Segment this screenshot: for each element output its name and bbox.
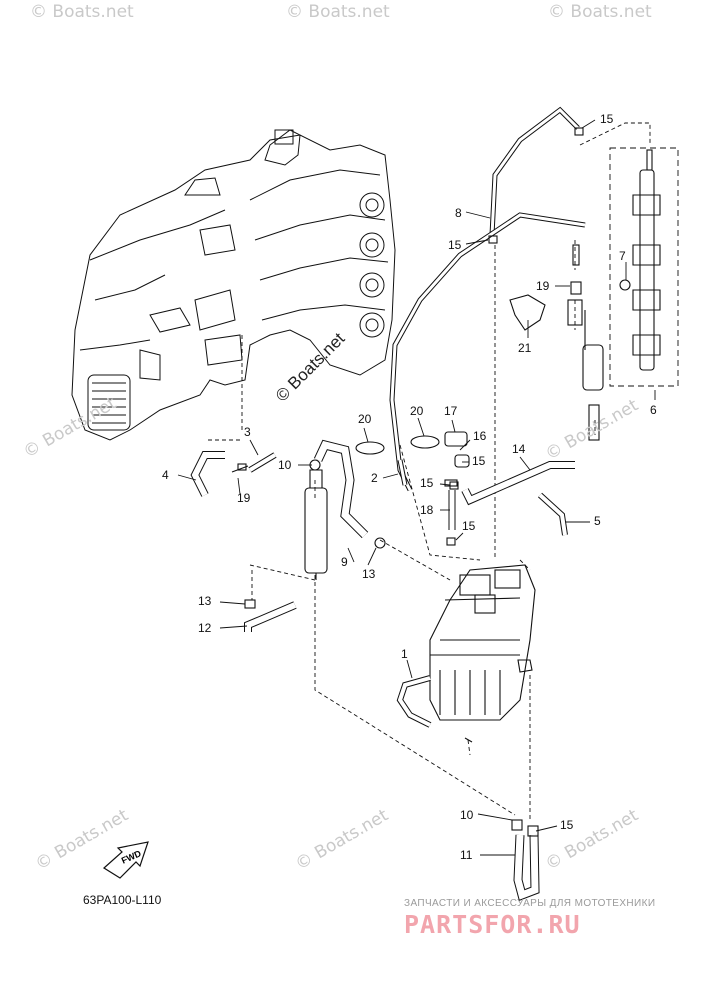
callout-21: 21: [518, 341, 532, 355]
callout-15: 15: [448, 238, 462, 252]
callout-14: 14: [512, 442, 526, 456]
callout-3: 3: [244, 425, 251, 439]
callout-4: 4: [162, 468, 169, 482]
injector-7: [619, 279, 631, 291]
callout-15: 15: [600, 112, 614, 126]
callout-18: 18: [420, 503, 434, 517]
watermark: © Boats.net: [548, 2, 652, 22]
hose-9: [313, 439, 369, 539]
watermark: © Boats.net: [30, 2, 134, 22]
hose-3-4: [190, 451, 277, 497]
callout-6: 6: [650, 403, 657, 417]
callout-17: 17: [444, 404, 458, 418]
callout-12: 12: [198, 621, 212, 635]
callout-7: 7: [619, 249, 626, 263]
callout-10: 10: [278, 458, 292, 472]
callout-20: 20: [358, 412, 372, 426]
callout-leaders: [177, 119, 656, 856]
watermark: © Boats.net: [286, 2, 390, 22]
callout-5: 5: [594, 514, 601, 528]
hose-12: [244, 599, 297, 632]
callout-13: 13: [198, 594, 212, 608]
callout-2: 2: [371, 471, 378, 485]
callout-9: 9: [341, 555, 348, 569]
callout-11: 11: [460, 848, 473, 862]
callout-1: 1: [401, 647, 408, 661]
fuel-rail: [619, 149, 661, 371]
fwd-arrow-icon: [103, 841, 149, 879]
callout-15: 15: [462, 519, 476, 533]
callout-15: 15: [472, 454, 486, 468]
callout-8: 8: [455, 206, 462, 220]
vapor-separator: [429, 564, 536, 743]
promo-logo: PARTSFOR.RU: [404, 910, 581, 939]
callout-13: 13: [362, 567, 376, 581]
callout-15: 15: [420, 476, 434, 490]
callout-10: 10: [460, 808, 474, 822]
promo-caption: ЗАПЧАСТИ И АКСЕССУАРЫ ДЛЯ МОТОТЕХНИКИ: [404, 898, 656, 909]
callout-15: 15: [560, 818, 574, 832]
engine-block: [71, 129, 396, 441]
callout-16: 16: [473, 429, 487, 443]
small-fittings: [446, 127, 584, 546]
leader-lines: [208, 122, 651, 822]
diagram-code: 63PA100-L110: [83, 893, 162, 907]
hose-11: [511, 819, 540, 901]
callout-20: 20: [410, 404, 424, 418]
callout-19: 19: [536, 279, 550, 293]
callout-19: 19: [237, 491, 251, 505]
fuel-filter-assembly: [509, 244, 604, 441]
fuel-rail-frame: [609, 147, 679, 387]
vent-tank: [304, 459, 328, 580]
clamps-and-fittings: [355, 431, 470, 530]
